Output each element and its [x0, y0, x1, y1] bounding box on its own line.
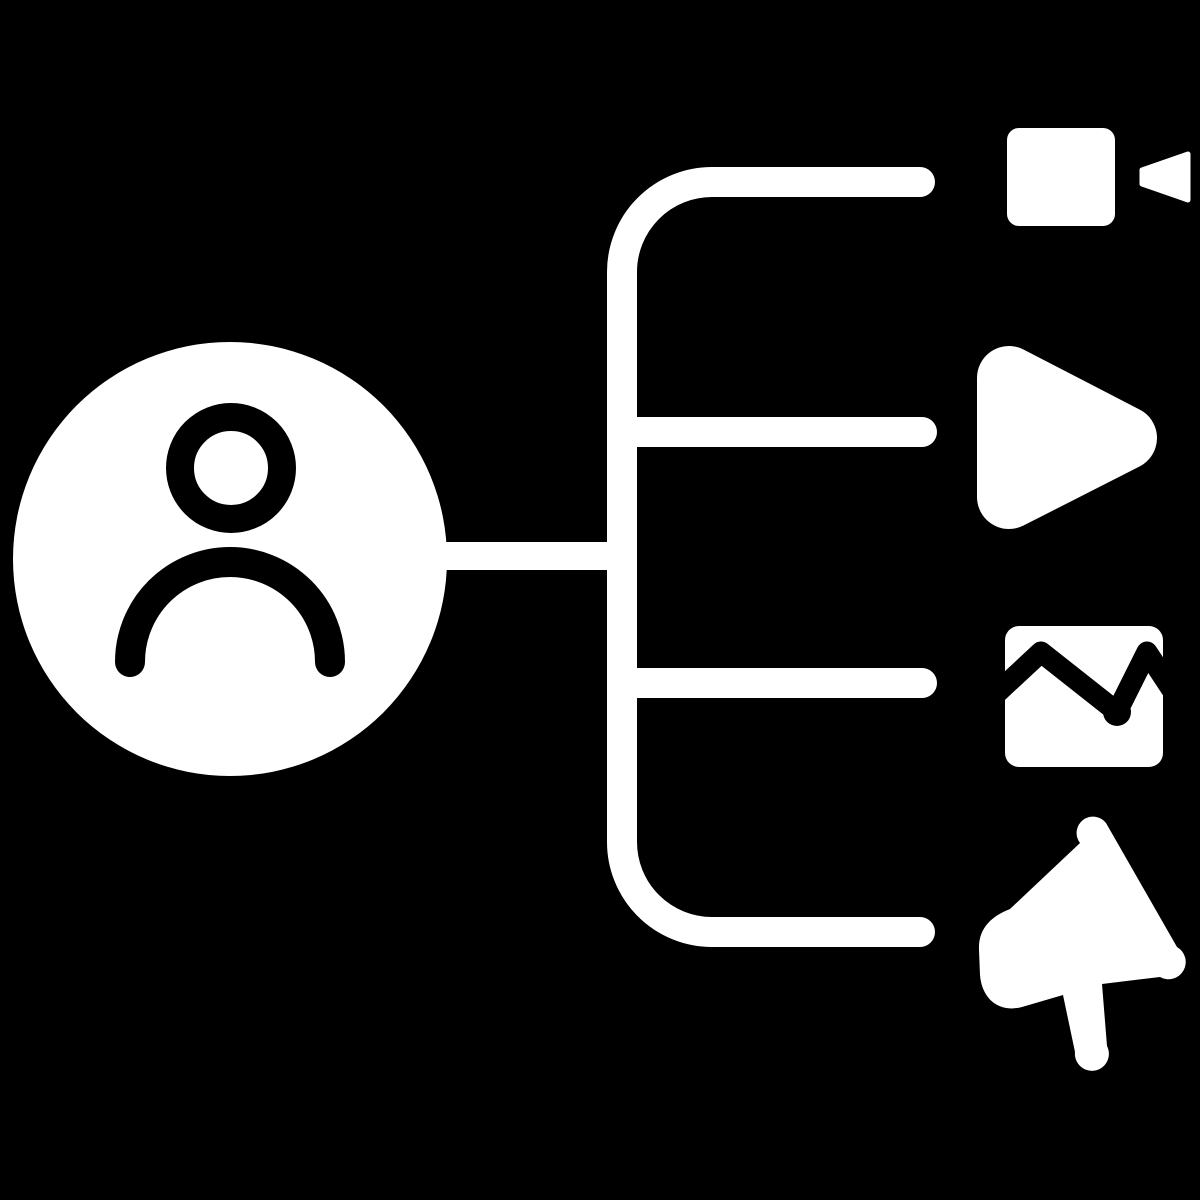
video-camera-body	[1007, 128, 1115, 226]
video-camera-icon	[1007, 128, 1191, 226]
play-button-icon	[977, 346, 1157, 529]
megaphone-icon	[978, 816, 1186, 1071]
video-camera-lens	[1139, 151, 1191, 203]
play-triangle	[977, 346, 1157, 529]
mail-envelope-icon	[1005, 626, 1163, 767]
envelope-flap-knob	[1103, 698, 1131, 726]
user-shoulders	[115, 547, 345, 677]
envelope-flap-group	[1005, 641, 1163, 726]
user-head	[166, 403, 296, 533]
branch-bracket	[607, 167, 935, 947]
megaphone-shape	[978, 816, 1186, 1071]
user-avatar-icon	[115, 403, 345, 677]
user-node	[13, 342, 447, 776]
